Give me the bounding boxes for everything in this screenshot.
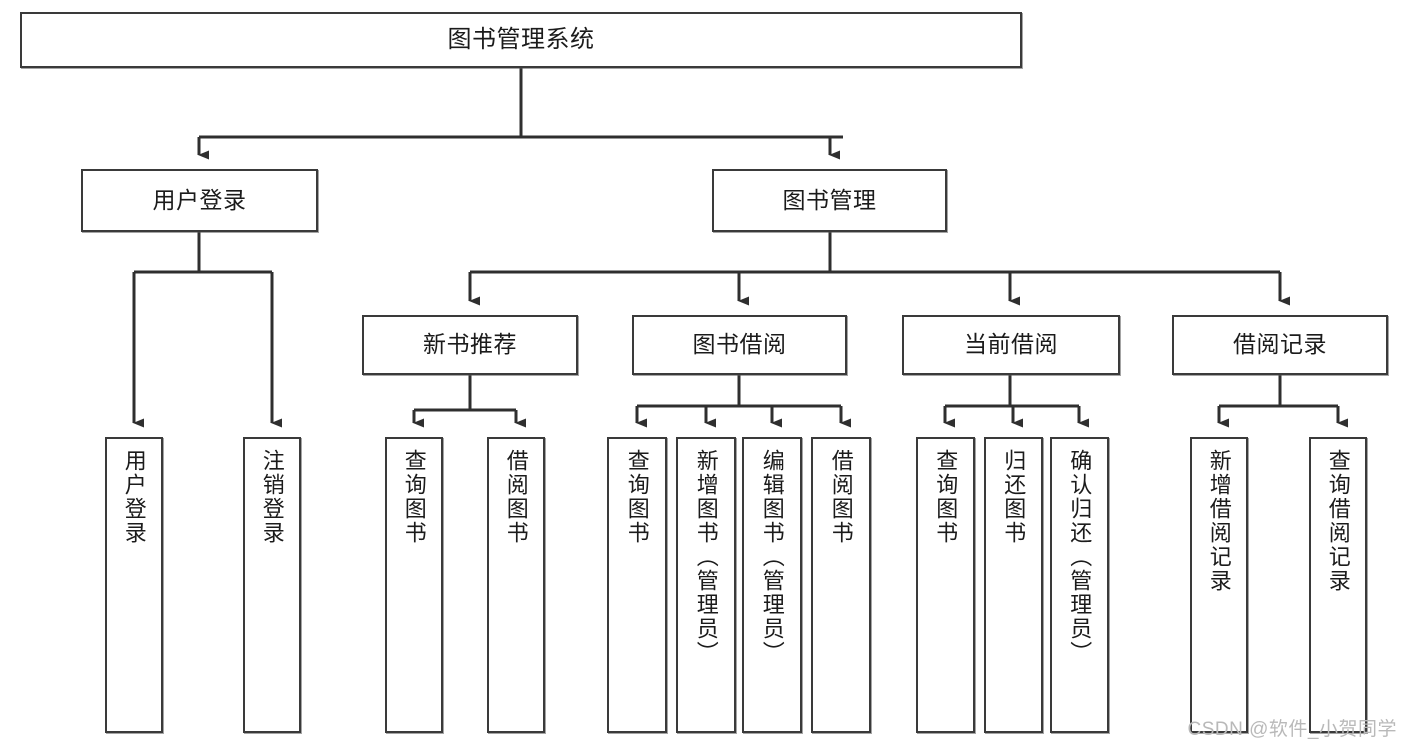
node-leaf-query-record[interactable]: 查询借阅记录 <box>1309 437 1367 733</box>
node-leaf-borrow-book-2[interactable]: 借阅图书 <box>811 437 871 733</box>
node-current-borrow[interactable]: 当前借阅 <box>902 315 1120 375</box>
node-borrow-record-label: 借阅记录 <box>1233 331 1327 358</box>
node-leaf-logout[interactable]: 注销登录 <box>243 437 301 733</box>
node-leaf-query-record-label: 查询借阅记录 <box>1325 449 1351 593</box>
node-leaf-add-book-label: 新增图书（管理员） <box>693 449 719 665</box>
node-leaf-query-book-3[interactable]: 查询图书 <box>916 437 975 733</box>
node-user-login[interactable]: 用户登录 <box>81 169 318 232</box>
node-user-login-label: 用户登录 <box>152 186 247 213</box>
node-root-system[interactable]: 图书管理系统 <box>20 12 1022 68</box>
node-leaf-logout-label: 注销登录 <box>259 449 285 545</box>
node-leaf-confirm-return-label: 确认归还（管理员） <box>1067 449 1093 665</box>
node-leaf-return-book[interactable]: 归还图书 <box>984 437 1043 733</box>
node-leaf-borrow-book-1-label: 借阅图书 <box>503 449 529 545</box>
node-borrow-record[interactable]: 借阅记录 <box>1172 315 1388 375</box>
node-leaf-user-login[interactable]: 用户登录 <box>105 437 163 733</box>
node-leaf-query-book-3-label: 查询图书 <box>933 449 959 545</box>
node-new-book-rec-label: 新书推荐 <box>423 331 517 358</box>
node-leaf-query-book-1[interactable]: 查询图书 <box>385 437 443 733</box>
node-leaf-edit-book-label: 编辑图书（管理员） <box>759 449 785 665</box>
node-leaf-edit-book[interactable]: 编辑图书（管理员） <box>742 437 802 733</box>
node-current-borrow-label: 当前借阅 <box>964 331 1058 358</box>
node-book-manage-label: 图书管理 <box>782 186 877 213</box>
csdn-watermark: CSDN @软件_小贺同学 <box>1187 719 1397 740</box>
node-root-label: 图书管理系统 <box>447 25 595 53</box>
node-book-borrow[interactable]: 图书借阅 <box>632 315 847 375</box>
node-leaf-return-book-label: 归还图书 <box>1001 449 1027 545</box>
node-leaf-user-login-label: 用户登录 <box>121 449 147 545</box>
node-book-borrow-label: 图书借阅 <box>692 331 787 358</box>
node-leaf-borrow-book-2-label: 借阅图书 <box>828 449 854 545</box>
node-leaf-query-book-2-label: 查询图书 <box>624 449 650 545</box>
node-leaf-add-book[interactable]: 新增图书（管理员） <box>676 437 736 733</box>
node-new-book-rec[interactable]: 新书推荐 <box>362 315 578 375</box>
node-leaf-borrow-book-1[interactable]: 借阅图书 <box>487 437 545 733</box>
node-leaf-confirm-return[interactable]: 确认归还（管理员） <box>1050 437 1109 733</box>
node-book-manage[interactable]: 图书管理 <box>712 169 947 232</box>
node-leaf-query-book-2[interactable]: 查询图书 <box>607 437 667 733</box>
node-leaf-query-book-1-label: 查询图书 <box>401 449 427 545</box>
node-leaf-add-record[interactable]: 新增借阅记录 <box>1190 437 1248 733</box>
node-leaf-add-record-label: 新增借阅记录 <box>1206 449 1232 593</box>
